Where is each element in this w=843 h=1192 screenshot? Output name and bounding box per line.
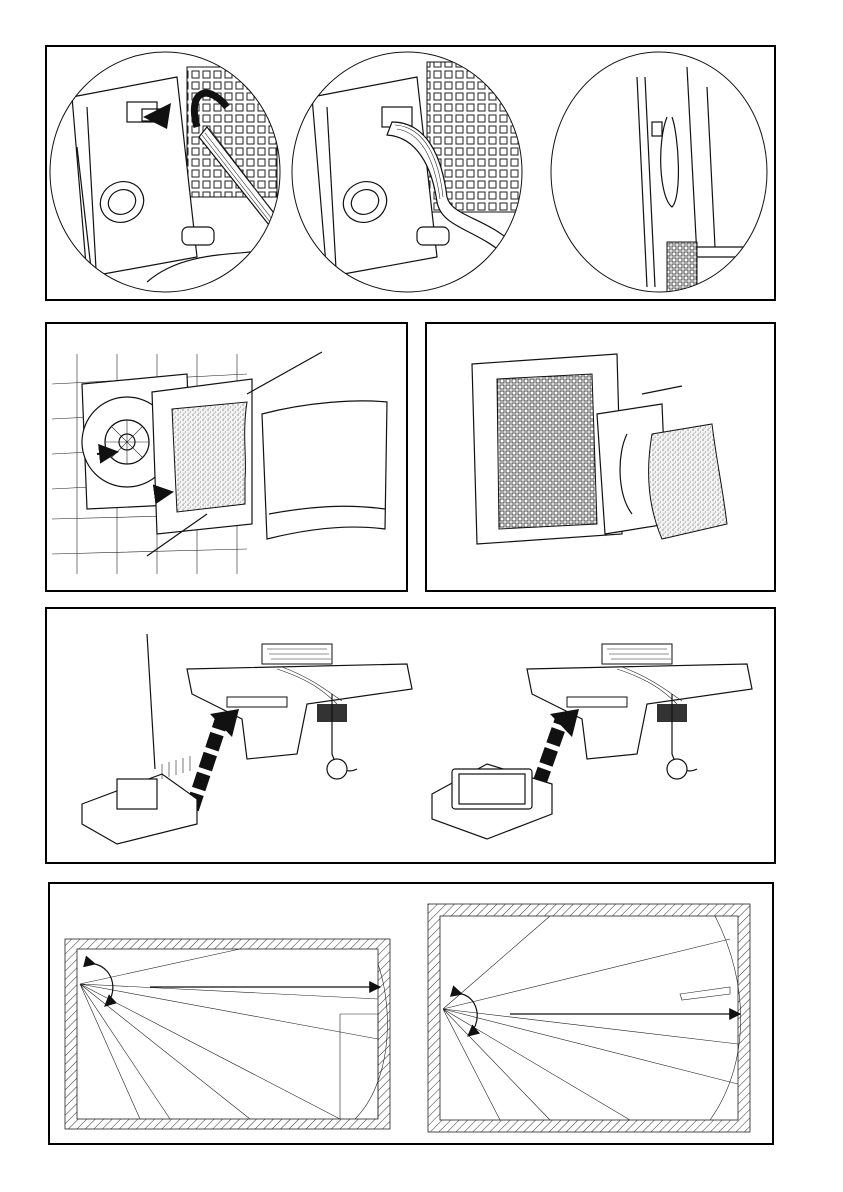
- insert-arrow-icon: [192, 709, 239, 809]
- module-insertion-figure: [45, 607, 776, 864]
- coverage-wide-room: [65, 939, 390, 1129]
- cable-connection-figure: [45, 45, 776, 301]
- room-coverage-figure: [48, 882, 774, 1145]
- filter-removal-figure: [425, 322, 776, 592]
- fan-filter-assembly-figure: [45, 322, 408, 592]
- display-module-insertion: [432, 644, 752, 839]
- coverage-square-room: [428, 904, 750, 1132]
- cable-side-detail: [547, 47, 774, 297]
- cable-routing-detail: [287, 47, 527, 297]
- cable-unplug-detail: [47, 47, 287, 297]
- sensor-module-insertion: [82, 634, 412, 844]
